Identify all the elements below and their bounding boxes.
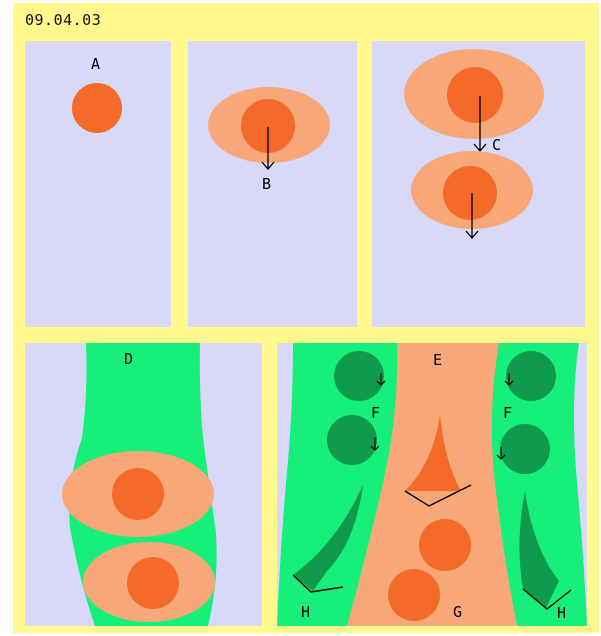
label-f-right: F: [503, 404, 512, 422]
label-f-left: F: [371, 404, 380, 422]
nucleus-c-bottom: [443, 166, 497, 220]
cell-f-left-bottom: [327, 415, 377, 465]
nucleus-d-bottom: [127, 557, 179, 609]
cell-f-right-bottom: [500, 424, 550, 474]
panel-d-svg: D: [25, 343, 262, 626]
panel-b: B: [188, 41, 357, 327]
nucleus-d-top: [112, 468, 164, 520]
label-g: G: [453, 603, 462, 621]
panel-c-svg: C: [372, 41, 585, 327]
panel-a-svg: A: [25, 41, 171, 327]
panel-d: D: [25, 343, 262, 626]
panel-c: C: [372, 41, 585, 327]
nucleus-g-bottom: [388, 569, 440, 621]
nucleus-g-top: [419, 519, 471, 571]
panel-a: A: [25, 41, 171, 327]
panel-b-svg: B: [188, 41, 357, 327]
cell-f-right-top: [506, 351, 556, 401]
label-h-left: H: [301, 603, 310, 621]
label-a: A: [91, 55, 100, 73]
label-d: D: [124, 350, 133, 368]
label-c: C: [492, 136, 501, 154]
panel-e-svg: E F F G H: [277, 343, 587, 626]
label-b: B: [262, 175, 271, 193]
nucleus-c-top: [447, 67, 503, 123]
label-h-right: H: [557, 604, 566, 622]
date-label: 09.04.03: [25, 11, 101, 29]
nucleus-a: [72, 83, 122, 133]
label-e: E: [433, 351, 442, 369]
panel-e: E F F G H: [277, 343, 587, 626]
cell-f-left-top: [334, 351, 384, 401]
